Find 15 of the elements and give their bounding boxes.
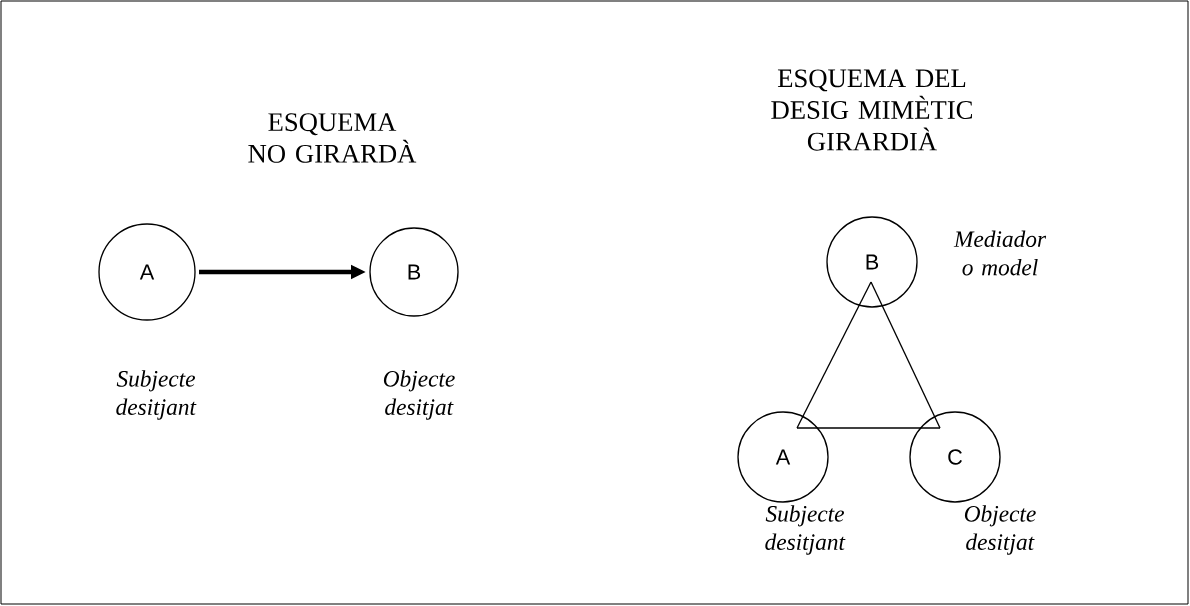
- node-caption: Subjecte desitjant: [116, 370, 197, 420]
- circle-node: A: [98, 223, 196, 321]
- node-caption: Objecte desitjat: [383, 370, 455, 420]
- node-caption: Objecte desitjat: [964, 505, 1036, 555]
- circle-node: A: [737, 411, 829, 503]
- heading: ESQUEMA DEL DESIG MIMÈTIC GIRARDIÀ: [771, 69, 972, 151]
- node-caption: Mediador o model: [953, 230, 1047, 276]
- triangle-side: [870, 281, 941, 429]
- circle-node: B: [369, 227, 459, 317]
- circle-node: C: [909, 411, 1001, 503]
- heading: ESQUEMA NO GIRARDÀ: [248, 113, 417, 163]
- circle-node: B: [826, 216, 918, 308]
- triangle-side: [796, 281, 872, 429]
- triangle-side: [796, 427, 941, 429]
- node-caption: Subjecte desitjant: [765, 505, 846, 555]
